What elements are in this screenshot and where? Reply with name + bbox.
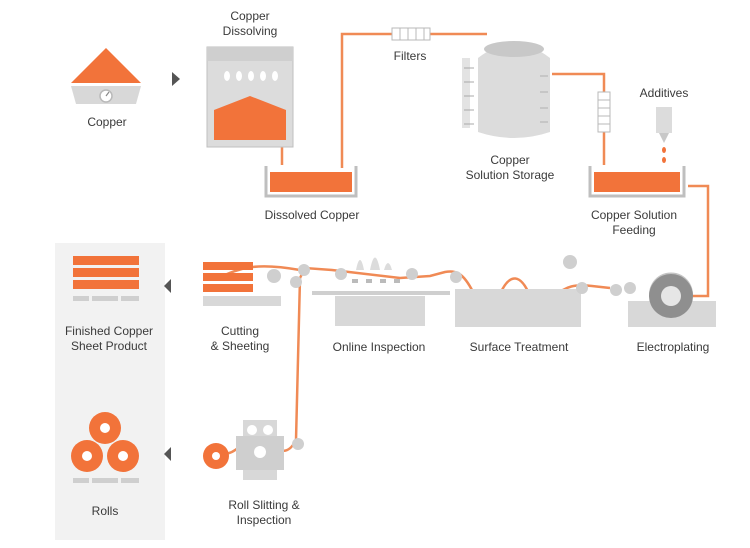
label-filters: Filters (393, 49, 427, 63)
feeding-tank-icon (588, 166, 686, 198)
copper-ore-icon (71, 48, 141, 104)
filter-vertical-icon (597, 91, 611, 133)
surface-treatment-machine-icon (450, 255, 588, 327)
arrow-left-icon (164, 279, 171, 293)
roll-slitting-machine-icon (203, 420, 304, 480)
label-roll-slitting-inspection: Roll Slitting & Inspection (228, 498, 300, 527)
label-online-inspection: Online Inspection (332, 340, 426, 354)
additives-dropper-icon (656, 107, 672, 163)
output-panel (55, 243, 165, 540)
finished-sheets-icon (73, 256, 139, 301)
rolls-icon (71, 412, 139, 483)
storage-tank-icon (462, 41, 550, 138)
label-surface-treatment: Surface Treatment (469, 340, 569, 354)
label-additives: Additives (639, 86, 689, 100)
label-copper-dissolving: Copper Dissolving (222, 9, 278, 38)
online-inspection-machine-icon (312, 257, 450, 326)
label-rolls: Rolls (91, 504, 119, 518)
label-copper-solution-storage: Copper Solution Storage (465, 153, 555, 182)
label-copper-solution-feeding: Copper Solution Feeding (590, 208, 678, 237)
label-cutting-sheeting: Cutting & Sheeting (210, 324, 270, 353)
flow-tank-to-filter (340, 32, 392, 168)
arrow-left-icon (164, 447, 171, 461)
filter-icon (391, 27, 431, 41)
electroplating-machine-icon (610, 272, 716, 327)
label-electroplating: Electroplating (636, 340, 710, 354)
cutting-sheeting-machine-icon (203, 262, 310, 306)
flow-feed-to-electroplating (688, 184, 710, 298)
arrow-right-icon (172, 72, 180, 86)
label-finished-copper-sheet-product: Finished Copper Sheet Product (64, 324, 154, 353)
label-dissolved-copper: Dissolved Copper (264, 208, 360, 222)
label-copper: Copper (87, 115, 127, 129)
dissolving-tank-icon (206, 46, 294, 148)
dissolved-copper-tank-icon (264, 166, 358, 198)
flow-storage-to-filter2 (552, 72, 606, 92)
